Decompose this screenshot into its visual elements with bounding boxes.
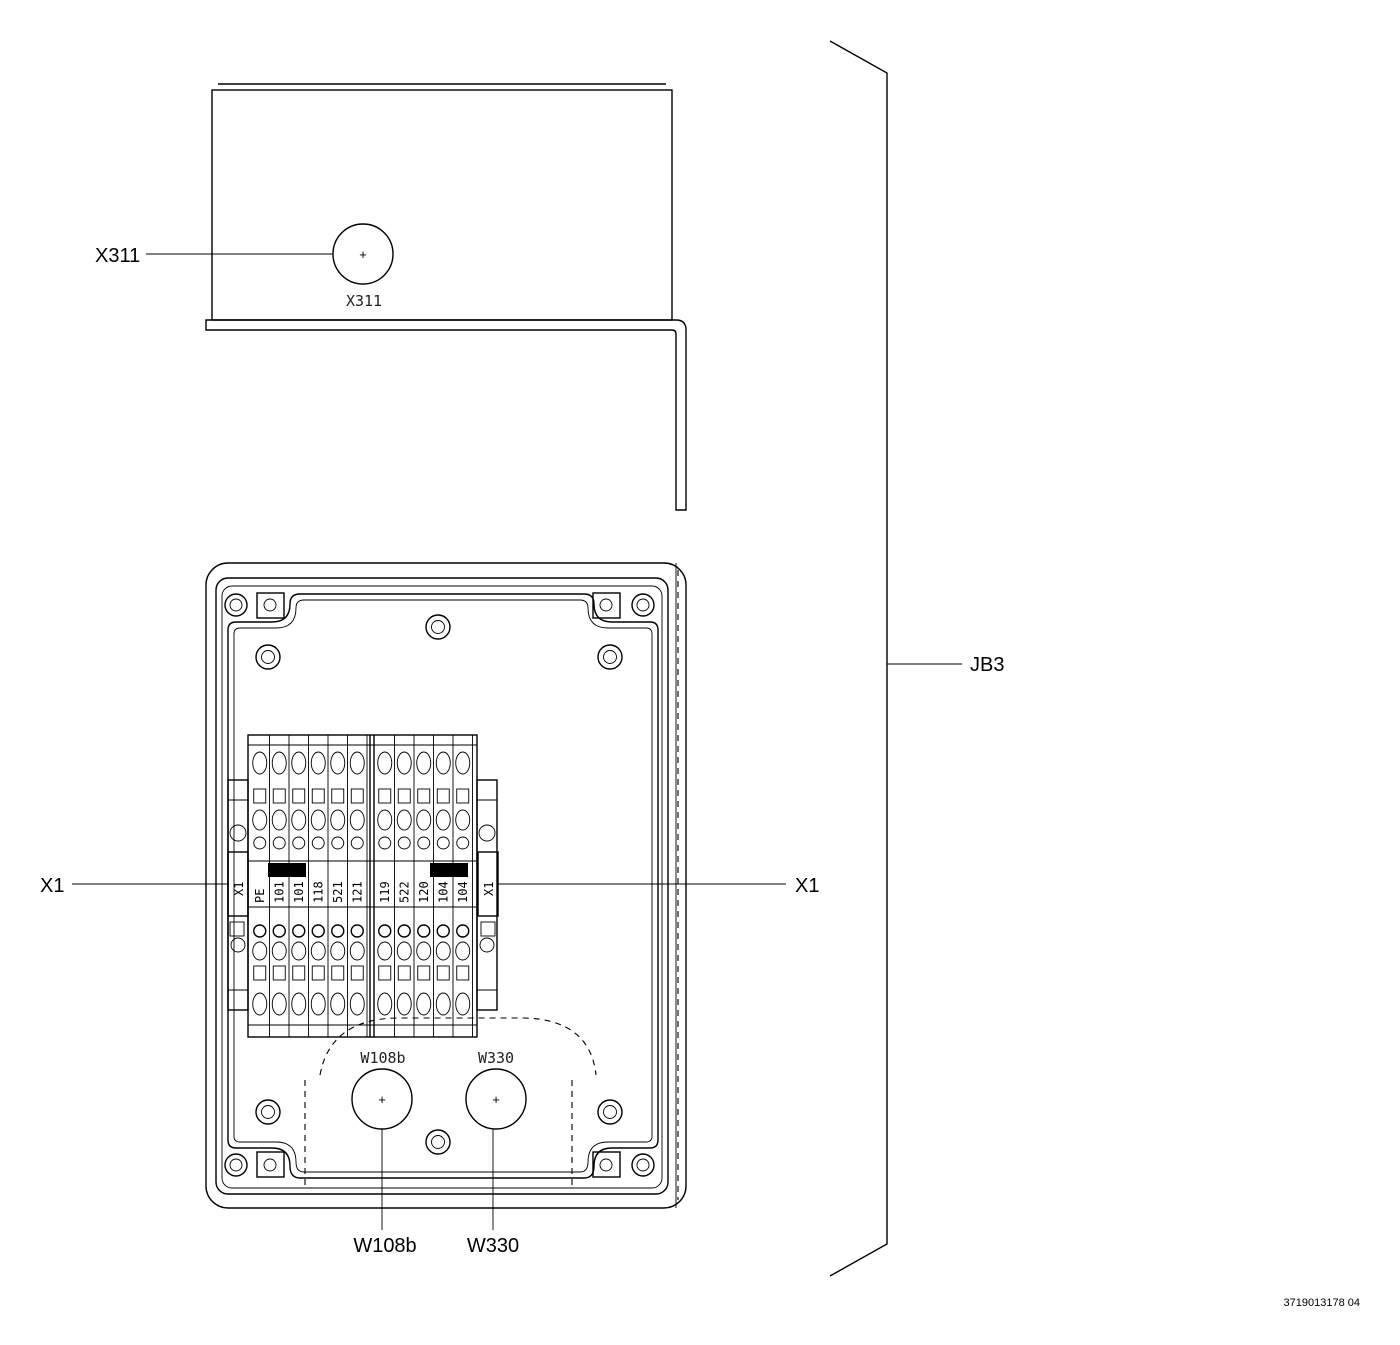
corner-screws (224, 592, 655, 1178)
x311-connector-plus: + (359, 247, 367, 262)
bridge-104 (430, 863, 468, 877)
terminal-label: 104 (436, 881, 450, 903)
terminal-left-0: PE (252, 735, 270, 1037)
gland-w108b: + W108b (351, 1049, 413, 1130)
jb3-bracket: JB3 (829, 40, 1004, 1277)
terminal-label: 120 (417, 881, 431, 903)
terminal-left-2: 101 (291, 735, 309, 1037)
gland-callouts: W108b W330 (353, 1129, 519, 1257)
w330-callout: W330 (467, 1235, 519, 1257)
svg-text:+: + (378, 1092, 386, 1107)
gland-w330: + W330 (465, 1049, 527, 1130)
terminal-label: 101 (272, 881, 286, 903)
terminal-right-2: 120 (416, 735, 434, 1037)
w330-plate-label: W330 (478, 1049, 514, 1067)
x311-plate-label: X311 (346, 292, 382, 310)
x311-callout-label: X311 (95, 245, 140, 267)
bridge-101 (268, 863, 306, 877)
svg-text:+: + (492, 1092, 500, 1107)
x1-callouts: X1 X1 (40, 875, 819, 897)
mounting-screws (255, 614, 623, 1155)
terminal-label: PE (253, 889, 267, 903)
terminal-left-1: 101 (271, 735, 290, 1037)
terminal-label: 121 (350, 881, 364, 903)
w108b-callout: W108b (353, 1235, 416, 1257)
document-number: 3719013178 04 (1284, 1297, 1360, 1309)
terminal-right-0: 119 (377, 735, 395, 1037)
terminal-left-3: 118 (310, 735, 329, 1037)
terminal-label: 522 (397, 881, 411, 903)
jb3-label: JB3 (970, 654, 1004, 676)
terminal-label: 521 (331, 881, 345, 903)
terminal-left-4: 521 (330, 735, 348, 1037)
terminal-left-5: 121 (349, 735, 368, 1037)
terminal-label: 119 (378, 881, 392, 903)
terminal-right-3: 104 (435, 735, 454, 1037)
terminal-label: 104 (456, 881, 470, 903)
x1-rail-label-right: X1 (482, 882, 496, 896)
terminal-label: 118 (311, 881, 325, 903)
x1-right-callout: X1 (795, 875, 819, 897)
x1-rail-label-left: X1 (232, 882, 246, 896)
terminal-right-4: 104 (455, 735, 473, 1037)
terminal-right-1: 522 (396, 735, 415, 1037)
terminal-strip: PE 101 101 118 521 121 119 522 120 104 104 (247, 734, 478, 1038)
lid-assembly: + X311 X311 (95, 83, 687, 511)
terminal-label: 101 (292, 881, 306, 903)
w108b-plate-label: W108b (360, 1049, 405, 1067)
x1-left-callout: X1 (40, 875, 64, 897)
junction-box: X1 X1 PE 101 101 118 521 121 119 522 120 104 104 +… (205, 562, 687, 1209)
